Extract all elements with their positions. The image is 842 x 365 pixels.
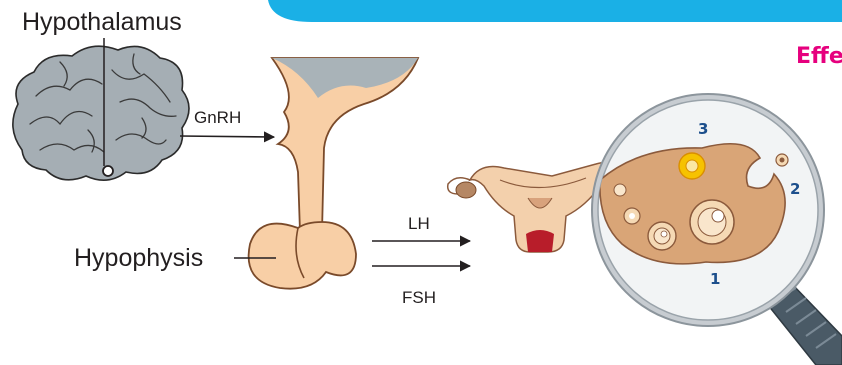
hypothalamus-label: Hypothalamus [22, 8, 182, 37]
ovary-number-1: 1 [710, 270, 720, 288]
hypophysis-label: Hypophysis [74, 244, 203, 273]
lh-label: LH [408, 214, 430, 234]
gnrh-label: GnRH [194, 108, 241, 128]
fsh-label: FSH [402, 288, 436, 308]
magnifier-illustration [592, 94, 842, 365]
ovary-number-3: 3 [698, 120, 708, 138]
ovary-number-2: 2 [790, 180, 800, 198]
section-header-fragment: Effe [796, 44, 842, 69]
pituitary-illustration [249, 58, 418, 289]
brain-illustration [13, 38, 189, 180]
gnrh-arrow [180, 136, 274, 137]
top-banner [268, 0, 842, 22]
